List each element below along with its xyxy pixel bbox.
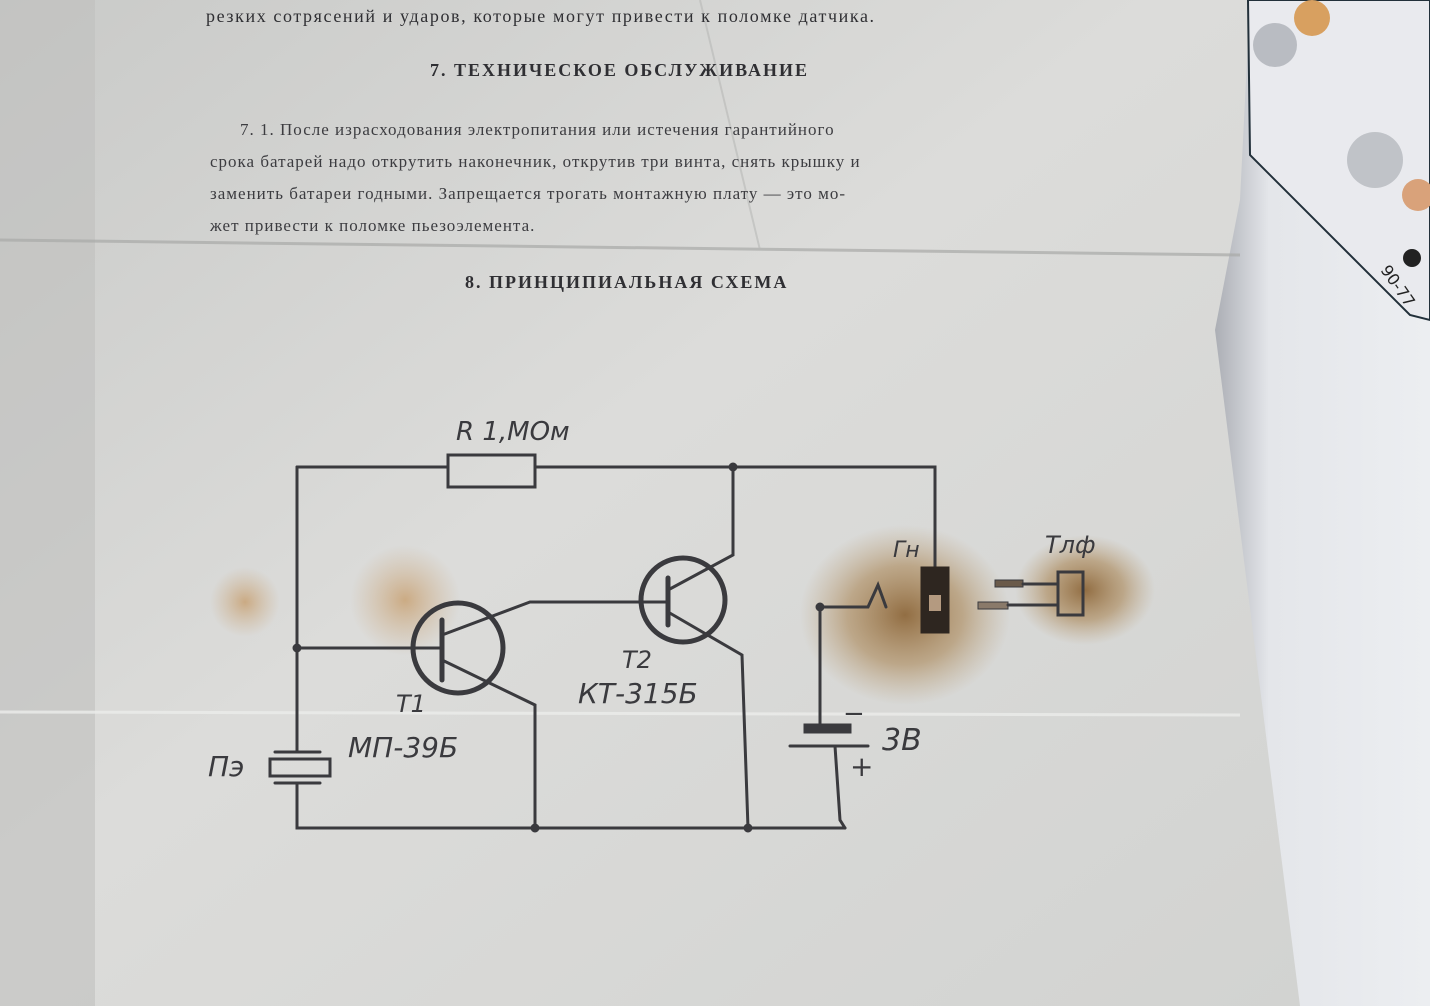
paper-fold (0, 710, 1241, 717)
piezo-label: Пэ (208, 750, 244, 783)
phone-label: Тлф (1045, 531, 1096, 559)
battery-minus-label: − (843, 699, 865, 729)
section-8-heading: 8. ПРИНЦИПИАЛЬНАЯ СХЕМА (465, 272, 789, 292)
wire (295, 465, 847, 830)
paragraph-line: жет привести к поломке пьезоэлемента. (210, 216, 536, 235)
t1-model-label: МП-39Б (348, 731, 458, 764)
schematic (268, 453, 1085, 833)
transistor-t2 (638, 555, 728, 645)
section-7-heading: 7. ТЕХНИЧЕСКОЕ ОБСЛУЖИВАНИЕ (430, 60, 809, 80)
resistor-label: R 1,MOм (456, 417, 570, 447)
wire (295, 465, 937, 572)
stain (800, 525, 1010, 705)
stain (210, 567, 280, 637)
t2-collector (666, 465, 735, 592)
t2-model-label: КТ-315Б (578, 677, 698, 710)
paper-left-shadow (0, 0, 95, 1006)
stain (350, 545, 460, 655)
t1-emitter (440, 658, 537, 830)
jack-label: Гн (893, 538, 920, 563)
battery-negative-plate (803, 723, 852, 734)
t1-label: T1 (396, 690, 426, 718)
section-7-paragraph: 7. 1. После израсходования электропитани… (210, 114, 1120, 242)
resistor (446, 453, 537, 489)
headphone (1056, 570, 1085, 617)
circuit-board: 90-77 (1246, 0, 1430, 322)
t2-label: T2 (622, 646, 652, 674)
paper-fold (0, 238, 1241, 257)
wire (818, 581, 888, 830)
top-text-line: резких сотрясений и ударов, которые могу… (206, 6, 876, 26)
wire (1006, 582, 1060, 607)
stain (1015, 535, 1155, 645)
t2-emitter (666, 610, 750, 830)
jack-window (929, 595, 941, 611)
schematic-labels: R 1,MOм T1 МП-39Б T2 КТ-315Б Пэ 3В − + Г… (208, 417, 1096, 783)
paragraph-line: заменить батареи годными. Запрещается тр… (210, 184, 847, 203)
battery-plus-label: + (850, 750, 873, 783)
paper-fold (699, 0, 761, 251)
paragraph-line: 7. 1. После израсходования электропитани… (240, 120, 835, 139)
battery-voltage-label: 3В (882, 723, 922, 758)
piezo-element (268, 757, 332, 778)
paragraph-line: срока батарей надо открутить наконечник,… (210, 152, 861, 171)
t1-collector (440, 600, 670, 637)
